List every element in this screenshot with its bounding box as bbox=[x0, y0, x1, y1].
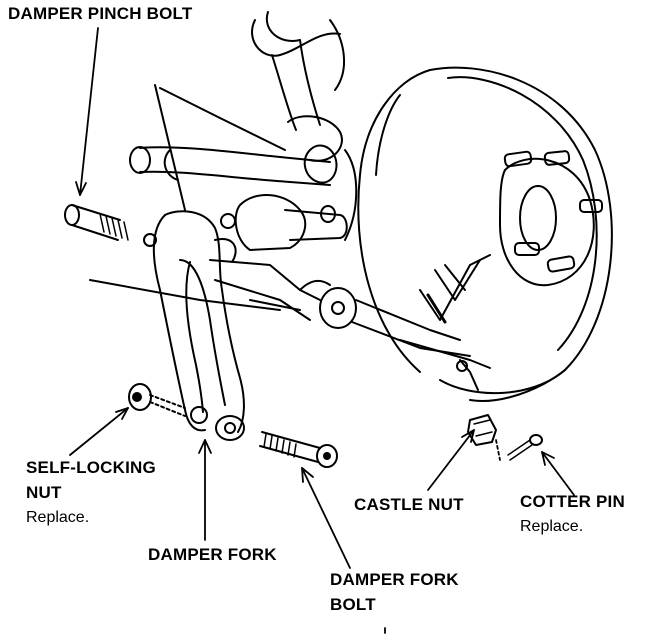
note-cotter-pin: Replace. bbox=[520, 518, 584, 535]
label-damper-pinch-bolt: DAMPER PINCH BOLT bbox=[8, 4, 193, 23]
self-locking-nut-drawing bbox=[128, 383, 186, 417]
leader-cotter-pin bbox=[541, 451, 575, 496]
leader-self-locking-nut bbox=[69, 407, 129, 456]
leader-castle-nut bbox=[427, 429, 475, 491]
label-damper-fork-bolt-line1: DAMPER FORK bbox=[330, 570, 459, 589]
knuckle-drawing bbox=[89, 193, 491, 369]
callout-leaders bbox=[69, 27, 575, 634]
stabilizer-bar-drawing bbox=[129, 84, 358, 241]
label-damper-fork-bolt-line2: BOLT bbox=[330, 595, 376, 614]
damper-fork-drawing bbox=[152, 210, 245, 441]
leader-damper-fork-bolt bbox=[301, 467, 351, 569]
brake-disc-drawing bbox=[357, 66, 613, 402]
castle-nut-drawing bbox=[456, 359, 497, 446]
label-damper-fork: DAMPER FORK bbox=[148, 545, 277, 564]
leader-damper-pinch-bolt bbox=[79, 27, 99, 196]
label-self-locking-nut-line1: SELF-LOCKING bbox=[26, 458, 156, 477]
label-self-locking-nut-line2: NUT bbox=[26, 483, 62, 502]
label-castle-nut: CASTLE NUT bbox=[354, 495, 464, 514]
pinch-bolt-drawing bbox=[64, 204, 157, 247]
strut-spring-drawing bbox=[251, 11, 346, 162]
note-self-locking-nut: Replace. bbox=[26, 509, 90, 526]
damper-fork-bolt-drawing bbox=[259, 431, 338, 468]
label-cotter-pin: COTTER PIN bbox=[520, 492, 625, 511]
cotter-pin-drawing bbox=[507, 434, 543, 461]
